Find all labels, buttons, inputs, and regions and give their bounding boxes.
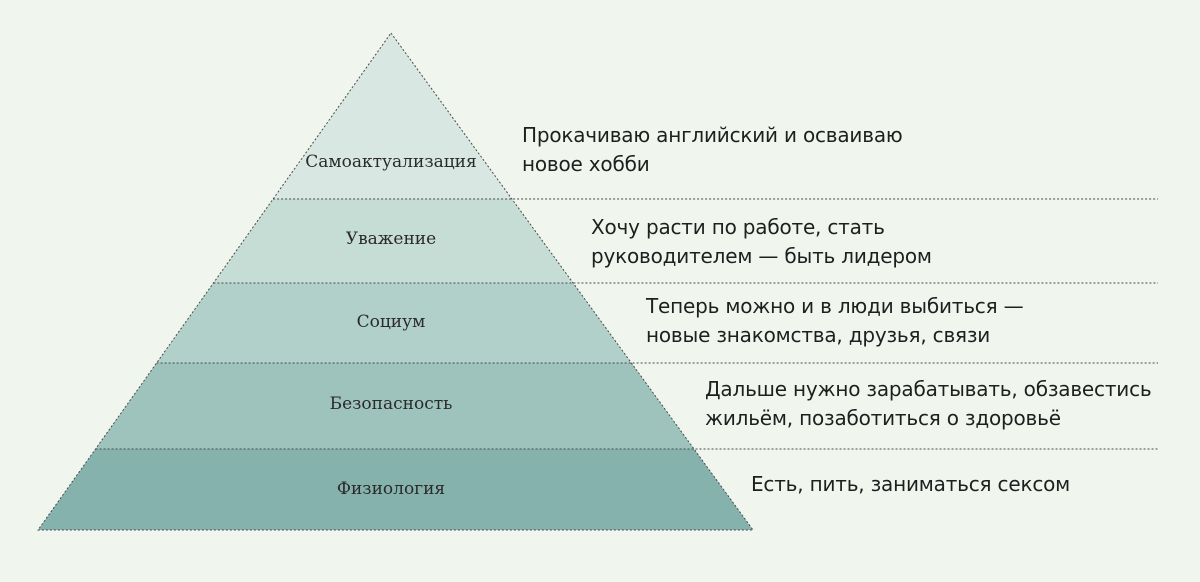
tier-description-line: новое хобби <box>522 152 650 176</box>
tier-description-line: Теперь можно и в люди выбиться — <box>646 294 1024 318</box>
tier-description-2: Хочу расти по работе, стать руководителем… <box>591 213 932 271</box>
tier-label-4: Безопасность <box>330 394 453 414</box>
tier-description-1: Прокачиваю английский и осваиваю новое хо… <box>522 121 903 179</box>
tier-shape-1 <box>273 33 512 199</box>
tier-description-4: Дальше нужно зарабатывать, обзавестись жи… <box>705 375 1152 433</box>
tier-description-3: Теперь можно и в люди выбиться — новые зн… <box>646 292 1024 350</box>
tier-shape-2 <box>213 199 574 283</box>
tier-label-3: Социум <box>357 312 426 332</box>
tier-shape-3 <box>156 283 632 363</box>
pyramid-outline <box>37 32 754 531</box>
tier-description-line: Дальше нужно зарабатывать, обзавестись <box>705 377 1152 401</box>
tier-label-5: Физиология <box>337 479 445 499</box>
tier-shape-4 <box>95 363 695 449</box>
tier-shape-5 <box>38 449 753 530</box>
tier-description-line: Прокачиваю английский и осваиваю <box>522 123 903 147</box>
tier-label-1: Самоактуализация <box>305 152 476 172</box>
tier-description-line: жильём, позаботиться о здоровьё <box>705 406 1061 430</box>
tier-description-line: руководителем — быть лидером <box>591 244 932 268</box>
tier-label-2: Уважение <box>346 229 436 249</box>
tier-description-line: новые знакомства, друзья, связи <box>646 323 991 347</box>
tier-description-line: Хочу расти по работе, стать <box>591 215 885 239</box>
tier-description-line: Есть, пить, заниматься сексом <box>751 472 1071 496</box>
tier-description-5: Есть, пить, заниматься сексом <box>751 470 1070 499</box>
